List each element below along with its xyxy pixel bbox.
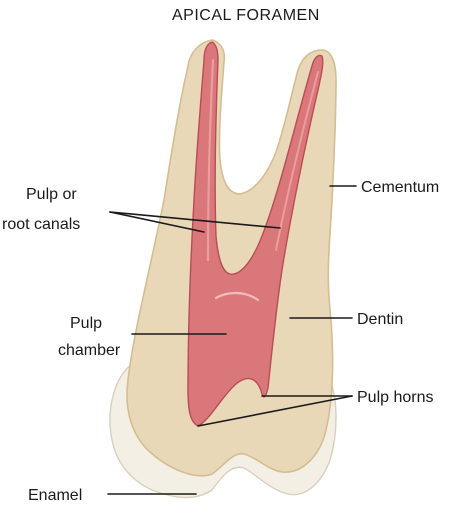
diagram-title: APICAL FORAMEN [172, 7, 320, 24]
label-root-canals: root canals [2, 216, 80, 233]
leader-lines [107, 185, 357, 495]
pulp-highlight-right [275, 71, 319, 251]
pulp-chamber [187, 41, 324, 427]
leader-horn-left [197, 395, 353, 427]
label-pulp-horns: Pulp horns [357, 389, 434, 406]
label-enamel: Enamel [28, 487, 82, 504]
label-dentin: Dentin [357, 311, 403, 328]
label-chamber: chamber [58, 342, 121, 359]
pulp-highlight [206, 58, 215, 262]
label-pulp: Pulp [70, 315, 102, 332]
leader-canal-right [109, 211, 281, 229]
dentin [126, 39, 337, 477]
leader-canal-left [109, 211, 205, 233]
label-cementum: Cementum [361, 179, 439, 196]
label-pulp-or: Pulp or [26, 186, 77, 203]
pulp-roof-highlight [214, 291, 260, 302]
